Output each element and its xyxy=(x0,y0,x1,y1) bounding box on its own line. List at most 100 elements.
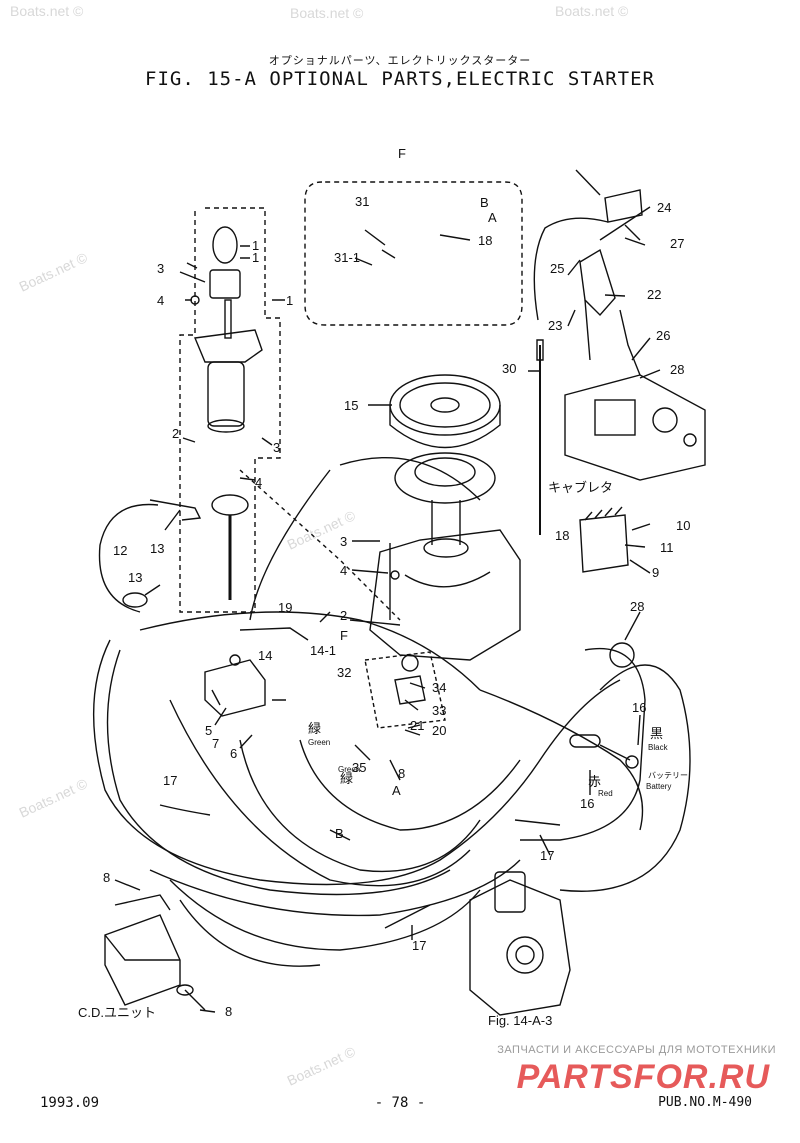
connector-b-label: B xyxy=(335,826,344,841)
callout-7: 7 xyxy=(212,736,219,751)
watermark: Boats.net © xyxy=(285,1043,359,1089)
callout-32: 32 xyxy=(337,665,351,680)
callout-9: 9 xyxy=(652,565,659,580)
switch-24 xyxy=(604,189,643,223)
detail-f-label: F xyxy=(340,628,348,643)
callout-1: 1 xyxy=(252,250,259,265)
carburetor-label: キャブレタ xyxy=(548,480,613,495)
callout-28: 28 xyxy=(670,362,684,377)
callout-33: 33 xyxy=(432,703,446,718)
callout-30: 30 xyxy=(502,361,516,376)
callout-8: 8 xyxy=(103,870,110,885)
watermark: Boats.net © xyxy=(10,3,84,19)
flywheel xyxy=(389,374,501,436)
callout-12: 12 xyxy=(113,543,127,558)
wire-color-green-jp: 緑 xyxy=(308,721,321,736)
starter-relay xyxy=(204,659,266,717)
callout-24: 24 xyxy=(657,200,671,215)
watermark: Boats.net © xyxy=(285,507,359,553)
callout-35: 35 xyxy=(352,760,366,775)
rectifier xyxy=(579,514,629,573)
callout-4: 4 xyxy=(157,293,164,308)
callout-16: 16 xyxy=(632,700,646,715)
callout-26: 26 xyxy=(656,328,670,343)
battery-area xyxy=(520,647,646,841)
callout-31-1: 31-1 xyxy=(334,250,360,265)
callout-3: 3 xyxy=(157,261,164,276)
callout-10: 10 xyxy=(676,518,690,533)
callout-28: 28 xyxy=(630,599,644,614)
starter-pinion xyxy=(209,269,241,299)
callout-25: 25 xyxy=(550,261,564,276)
starter-motor-body xyxy=(207,361,245,427)
callout-13: 13 xyxy=(150,541,164,556)
connector-a-label: A xyxy=(488,210,497,225)
battery-label-en: Battery xyxy=(646,782,671,791)
callout-20: 20 xyxy=(432,723,446,738)
starter-shaft xyxy=(224,299,232,339)
callout-3: 3 xyxy=(273,440,280,455)
callout-23: 23 xyxy=(548,318,562,333)
callout-16: 16 xyxy=(580,796,594,811)
powerhead-block xyxy=(369,529,521,661)
callout-14-1: 14-1 xyxy=(310,643,336,658)
callout-labels: 1 1 1 2 2 3 3 3 4 4 4 5 6 7 8 8 8 9 10 1… xyxy=(103,194,690,1019)
callout-13: 13 xyxy=(128,570,142,585)
wire-color-red-en: Red xyxy=(598,789,613,798)
starter-bracket xyxy=(194,329,263,363)
wire-color-green-en: Green xyxy=(308,738,330,747)
callout-11: 11 xyxy=(660,540,674,555)
callout-8: 8 xyxy=(225,1004,232,1019)
fig-reference-label: Fig. 14-A-3 xyxy=(488,1013,552,1028)
remote-control-box xyxy=(469,879,571,1016)
callout-18: 18 xyxy=(555,528,569,543)
watermark: Boats.net © xyxy=(17,775,91,821)
wire-12 xyxy=(98,503,159,613)
detail-f-outline xyxy=(304,181,523,326)
cd-unit xyxy=(104,914,181,1006)
watermark: Boats.net © xyxy=(555,3,629,19)
callout-17: 17 xyxy=(540,848,554,863)
footer-date: 1993.09 xyxy=(40,1095,100,1111)
wire-color-black-en: Black xyxy=(648,743,669,752)
pinion-spring xyxy=(212,226,238,264)
starter-end-cap xyxy=(211,494,249,516)
callout-4: 4 xyxy=(255,475,262,490)
callout-2: 2 xyxy=(340,608,347,623)
shop-logo: PARTSFOR.RU xyxy=(516,1058,770,1096)
callout-22: 22 xyxy=(647,287,661,302)
callout-17: 17 xyxy=(412,938,426,953)
detail-f-label: F xyxy=(398,146,406,161)
shop-tagline: ЗАПЧАСТИ И АКСЕССУАРЫ ДЛЯ МОТОТЕХНИКИ xyxy=(497,1044,776,1056)
wire-color-red-jp: 赤 xyxy=(588,774,601,789)
callout-3: 3 xyxy=(340,534,347,549)
wire-color-black-jp: 黒 xyxy=(650,726,663,741)
wire-color-green-jp: 緑 xyxy=(340,771,353,786)
callout-15: 15 xyxy=(344,398,358,413)
callout-1: 1 xyxy=(286,293,293,308)
stator-plate xyxy=(394,452,496,504)
figure-title: FIG. 15-A OPTIONAL PARTS,ELECTRIC STARTE… xyxy=(145,68,655,90)
throttle-bracket xyxy=(579,248,616,317)
title-japanese: オプショナルパーツ、エレクトリックスターター xyxy=(268,54,532,67)
wire-harness xyxy=(92,639,621,886)
callout-19: 19 xyxy=(278,600,292,615)
callout-31: 31 xyxy=(355,194,369,209)
callout-1: 1 xyxy=(252,238,259,253)
callout-14: 14 xyxy=(258,648,272,663)
callout-4: 4 xyxy=(340,563,347,578)
watermark: Boats.net © xyxy=(17,249,91,295)
connector-a-label: A xyxy=(392,783,401,798)
callout-6: 6 xyxy=(230,746,237,761)
callout-5: 5 xyxy=(205,723,212,738)
callout-2: 2 xyxy=(172,426,179,441)
callout-8: 8 xyxy=(398,766,405,781)
callout-17: 17 xyxy=(163,773,177,788)
watermark: Boats.net © xyxy=(290,5,364,21)
connector-b-label: B xyxy=(480,195,489,210)
battery-label-jp: バッテリー xyxy=(648,771,688,780)
cd-unit-label: C.D.ユニット xyxy=(78,1005,156,1020)
callout-34: 34 xyxy=(432,680,446,695)
publication-number: PUB.NO.M-490 xyxy=(658,1095,752,1110)
